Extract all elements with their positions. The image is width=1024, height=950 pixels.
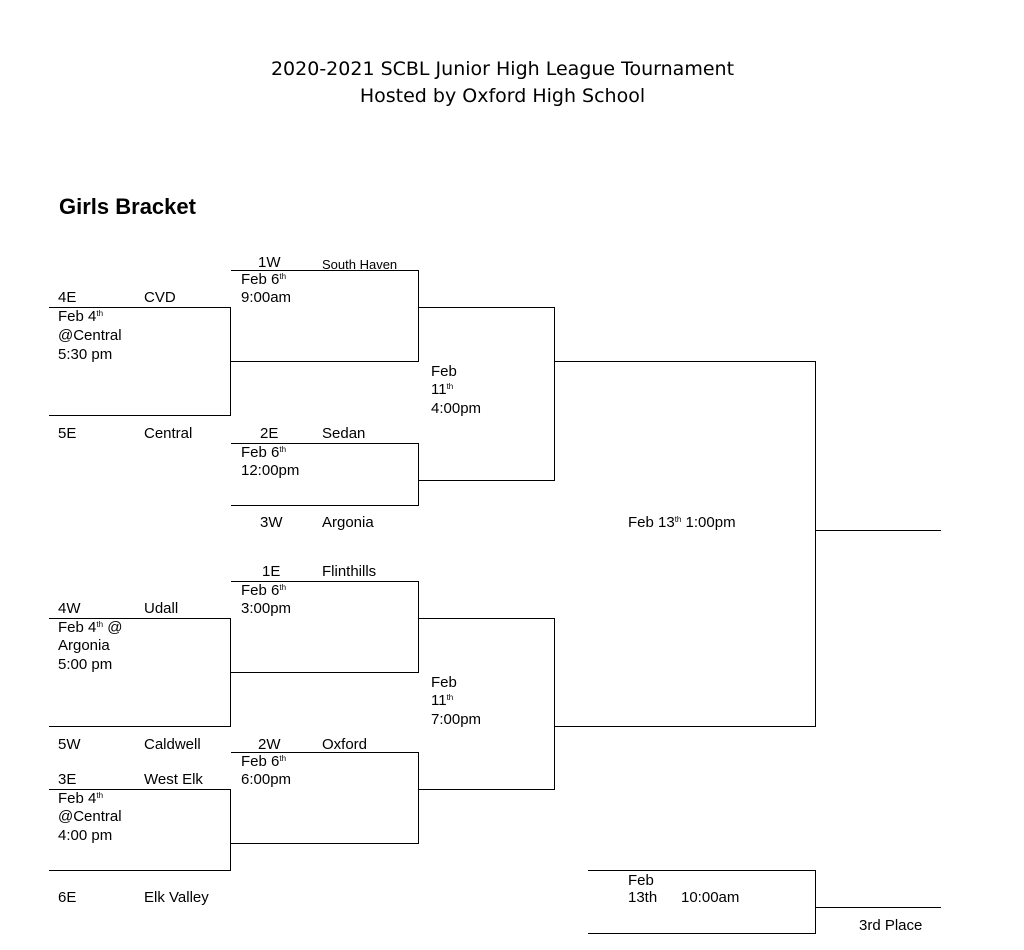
game-date: Feb 4th (58, 790, 104, 807)
tournament-host: Hosted by Oxford High School (359, 85, 646, 107)
game-date: Feb 6th (241, 271, 287, 288)
bracket-line (588, 870, 816, 871)
seed-label: 4E (58, 289, 77, 306)
bracket-line (555, 361, 816, 362)
game-location: @Central (58, 808, 122, 825)
team-name: Sedan (322, 425, 366, 442)
game-date: Feb (431, 674, 457, 691)
seed-label: 6E (58, 889, 77, 906)
bracket-line (49, 618, 231, 619)
bracket-line (418, 270, 419, 362)
seed-label: 3W (260, 514, 283, 531)
game-date: Feb 6th (241, 753, 287, 770)
seed-label: 4W (58, 600, 81, 617)
game-time: 12:00pm (241, 462, 300, 479)
bracket-line (419, 480, 555, 481)
seed-label: 1W (258, 254, 281, 271)
game-time: 5:30 pm (58, 346, 113, 363)
team-name: CVD (144, 289, 176, 306)
game-location: @Central (58, 327, 122, 344)
seed-label: 3E (58, 771, 77, 788)
game-date: Feb 4th @ (58, 619, 123, 636)
bracket-line (231, 270, 419, 271)
bracket-line (231, 672, 419, 673)
game-time: 4:00 pm (58, 827, 113, 844)
third-place-line (816, 907, 941, 908)
bracket-line (555, 726, 816, 727)
game-time: 9:00am (241, 289, 292, 306)
champion-line (816, 530, 941, 531)
game-date: Feb 6th (241, 444, 287, 461)
game-location: Argonia (58, 637, 110, 654)
bracket-line (231, 443, 419, 444)
bracket-line (49, 789, 231, 790)
bracket-line (815, 361, 816, 727)
seed-label: 5W (58, 736, 81, 753)
bracket-line (588, 933, 816, 934)
bracket-line (49, 870, 231, 871)
final-game-time: Feb 13th 1:00pm (628, 514, 736, 531)
game-date: Feb (431, 363, 457, 380)
team-name: Oxford (322, 736, 368, 753)
seed-label: 5E (58, 425, 77, 442)
team-name: Udall (144, 600, 179, 617)
game-time: 5:00 pm (58, 656, 113, 673)
team-name: Flinthills (322, 563, 377, 580)
tournament-title: 2020-2021 SCBL Junior High League Tourna… (270, 58, 735, 80)
game-time: 4:00pm (431, 400, 482, 417)
bracket-line (418, 581, 419, 673)
team-name: Argonia (322, 514, 374, 531)
game-time: 3:00pm (241, 600, 292, 617)
team-name: Caldwell (144, 736, 201, 753)
game-time: 10:00am (681, 889, 740, 906)
game-time: 7:00pm (431, 711, 482, 728)
bracket-line (231, 752, 419, 753)
bracket-line (230, 618, 231, 727)
third-place-label: 3rd Place (859, 917, 923, 934)
bracket-line (418, 752, 419, 844)
bracket-line (815, 870, 816, 934)
bracket-line (231, 843, 419, 844)
bracket-line (418, 443, 419, 506)
game-date: Feb 4th (58, 308, 104, 325)
seed-label: 2E (260, 425, 279, 442)
team-name: Elk Valley (144, 889, 209, 906)
bracket-line (49, 726, 231, 727)
game-date: Feb 6th (241, 582, 287, 599)
team-name: South Haven (322, 257, 398, 272)
seed-label: 1E (262, 563, 281, 580)
game-date: Feb (628, 872, 654, 889)
team-name: Central (144, 425, 193, 442)
game-date: 13th (628, 889, 658, 906)
bracket-line (230, 307, 231, 416)
bracket-line (231, 361, 419, 362)
bracket-line (554, 307, 555, 481)
bracket-line (49, 415, 231, 416)
game-time: 6:00pm (241, 771, 292, 788)
team-name: West Elk (144, 771, 203, 788)
bracket-line (49, 307, 231, 308)
bracket-line (230, 789, 231, 871)
seed-label: 2W (258, 736, 281, 753)
game-date: 11th (431, 381, 454, 398)
game-date: 11th (431, 692, 454, 709)
bracket-line (419, 789, 555, 790)
bracket-line (231, 581, 419, 582)
bracket-line (231, 505, 419, 506)
bracket-line (419, 307, 555, 308)
bracket-title: Girls Bracket (59, 194, 196, 219)
bracket-line (419, 618, 555, 619)
bracket-line (554, 618, 555, 790)
